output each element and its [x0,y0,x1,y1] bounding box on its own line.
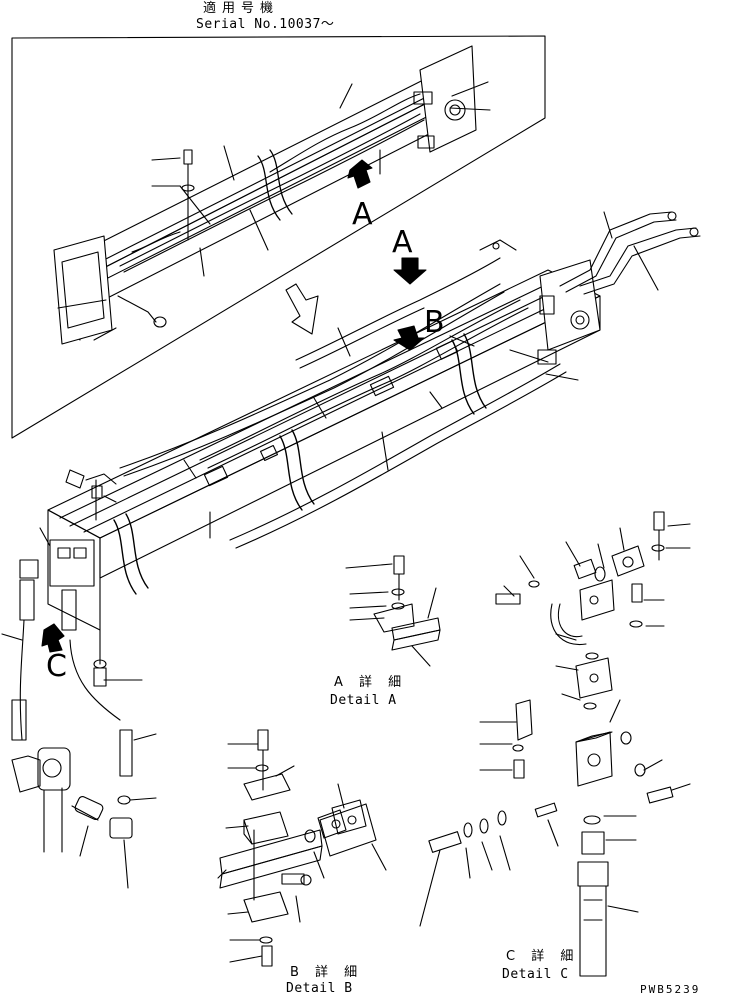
detail-c-title-jp: C 詳 細 [506,949,580,964]
drawing-code: PWB5239 [640,983,701,996]
detail-a-title-en: Detail A [330,693,397,708]
inset-frame [11,35,546,439]
callout-a-inset: A [352,197,373,232]
callout-b-main: B [424,305,445,340]
detail-c-parts [419,511,691,977]
reference-arrow [285,283,319,335]
callout-c-main: C [46,649,67,684]
detail-c-title-en: Detail C [502,967,569,982]
detail-a-parts [345,555,441,667]
serial-number-label: Serial No.10037～ [196,17,335,32]
applicable-serial-label-jp: 適用号機 [203,1,280,16]
detail-a-title-jp: A 詳 細 [334,675,408,690]
callout-a-main: A [392,225,413,260]
detail-b-title-en: Detail B [286,981,353,996]
detail-b-title-jp: B 詳 細 [290,965,364,980]
inset-boom-assembly [53,45,491,345]
detail-b-parts [217,729,387,967]
main-boom-assembly [1,211,701,889]
